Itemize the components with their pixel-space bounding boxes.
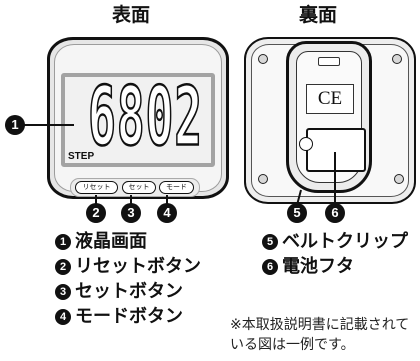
legend-label: 液晶画面 (75, 231, 147, 252)
step-count-display: 6802 (87, 69, 203, 165)
mode-button: モード (159, 181, 194, 194)
legend-item: 3 セットボタン (55, 281, 183, 303)
reset-button: リセット (75, 181, 118, 194)
legend-item: 2 リセットボタン (55, 256, 201, 278)
legend-number: 3 (55, 284, 71, 300)
battery-cover (306, 128, 366, 172)
screw-icon (392, 54, 402, 64)
belt-clip-slot (318, 57, 340, 66)
back-heading: 裏面 (298, 4, 337, 26)
legend-label: 電池フタ (282, 256, 354, 277)
note-line-1: ※本取扱説明書に記載されて (230, 317, 410, 333)
callout-2: 2 (86, 203, 106, 223)
legend-number: 1 (55, 234, 71, 250)
legend-label: モードボタン (75, 306, 183, 327)
ce-mark: CE (306, 84, 354, 114)
legend-number: 5 (262, 234, 278, 250)
callout-5: 5 (287, 203, 307, 223)
legend-label: セットボタン (75, 281, 183, 302)
callout-1: 1 (5, 115, 25, 135)
screw-icon (258, 54, 268, 64)
set-button: セット (122, 181, 156, 194)
note-line-2: いる図は一例です。 (230, 337, 355, 353)
legend-item: 1 液晶画面 (55, 231, 147, 253)
legend-label: リセットボタン (75, 256, 201, 277)
legend-number: 4 (55, 309, 71, 325)
legend-item: 5 ベルトクリップ (262, 231, 408, 253)
callout-3: 3 (121, 203, 141, 223)
step-unit-label: STEP (68, 151, 95, 162)
legend-item: 4 モードボタン (55, 306, 183, 328)
callout-6: 6 (325, 203, 345, 223)
legend-label: ベルトクリップ (282, 231, 408, 252)
lcd-screen (61, 73, 215, 167)
screw-icon (394, 174, 404, 184)
front-heading: 表面 (111, 4, 150, 26)
legend-item: 6 電池フタ (262, 256, 354, 278)
screw-icon (258, 174, 268, 184)
legend-number: 2 (55, 259, 71, 275)
legend-number: 6 (262, 259, 278, 275)
callout-4: 4 (157, 203, 177, 223)
battery-cover-screw-icon (299, 137, 313, 151)
